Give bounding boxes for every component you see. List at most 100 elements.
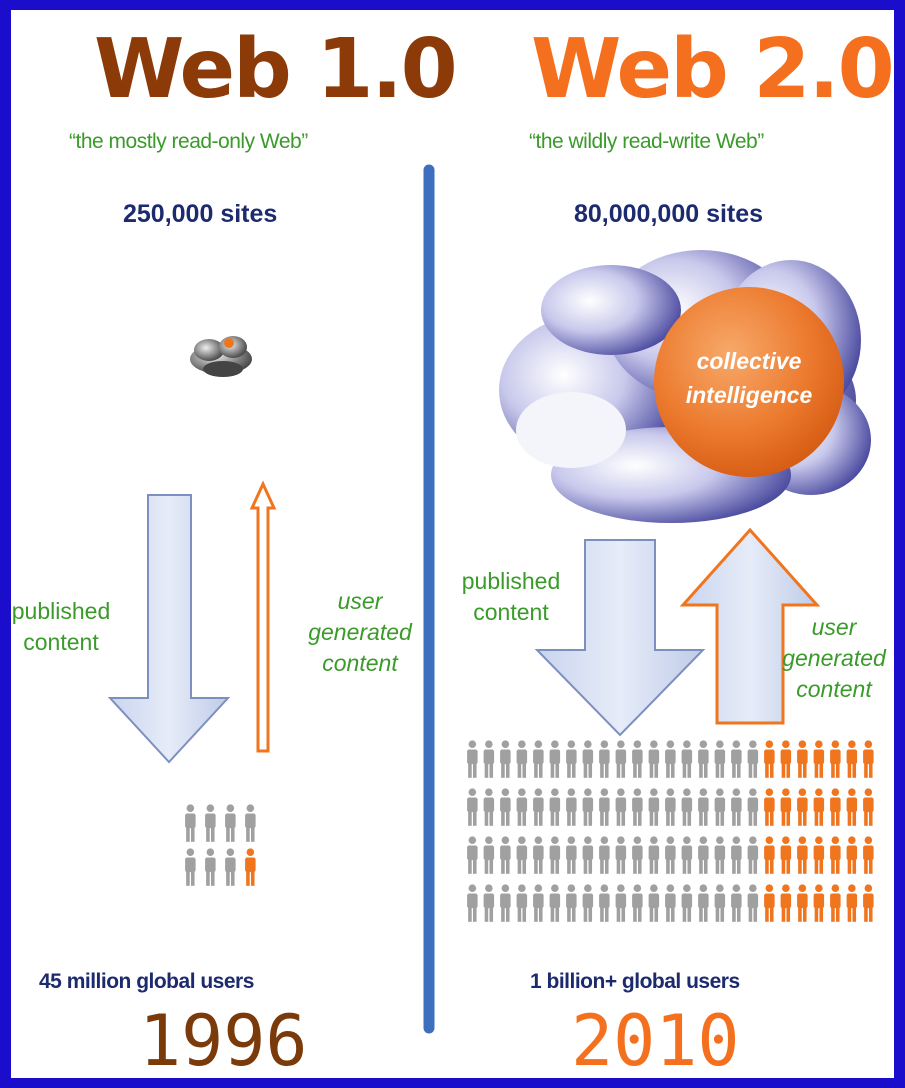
ugc-up-arrow-large: [679, 527, 821, 725]
person-icon: [648, 788, 660, 826]
person-icon: [698, 836, 709, 874]
ugc-label-line2: generated: [782, 645, 886, 671]
person-icon: [665, 836, 676, 874]
person-icon: [599, 884, 610, 922]
people-group-2010: [467, 740, 874, 922]
person-icon: [780, 788, 792, 826]
person-icon: [225, 848, 236, 886]
person-icon: [648, 884, 660, 922]
web2-users-count: 1 billion+ global users: [530, 970, 740, 993]
person-icon: [681, 884, 693, 922]
graphics-layer: [107, 164, 874, 1034]
ugc-label-line1: user: [337, 588, 383, 614]
ci-label-line2: intelligence: [685, 382, 813, 408]
person-icon: [830, 740, 841, 778]
person-icon: [582, 836, 594, 874]
published-label-line1: published: [11, 598, 111, 624]
person-icon: [681, 788, 693, 826]
person-icon: [467, 884, 478, 922]
person-icon: [731, 740, 742, 778]
ugc-up-arrow: [249, 480, 277, 753]
web2-year: 2010: [571, 1000, 740, 1078]
person-icon: [747, 740, 759, 778]
person-icon: [483, 788, 495, 826]
person-icon: [500, 740, 511, 778]
person-icon: [483, 740, 495, 778]
people-group-1996: [185, 804, 256, 886]
person-icon: [698, 740, 709, 778]
person-icon: [467, 740, 478, 778]
person-icon: [632, 836, 643, 874]
web1-published-label: published content: [11, 596, 111, 658]
person-icon: [648, 836, 660, 874]
person-icon: [764, 836, 775, 874]
web1-users-count: 45 million global users: [39, 970, 254, 993]
person-icon: [830, 788, 841, 826]
person-icon: [549, 788, 561, 826]
person-icon: [846, 788, 858, 826]
web2-sites-count: 80,000,000 sites: [574, 200, 764, 228]
person-icon: [566, 836, 577, 874]
person-icon: [533, 884, 544, 922]
person-icon: [780, 740, 792, 778]
person-icon: [830, 836, 841, 874]
person-icon: [467, 788, 478, 826]
person-icon: [615, 740, 627, 778]
person-icon: [533, 788, 544, 826]
person-icon: [615, 788, 627, 826]
person-icon: [533, 836, 544, 874]
published-label-line1: published: [461, 568, 561, 594]
person-icon: [698, 884, 709, 922]
published-down-arrow: [107, 494, 231, 764]
person-icon: [483, 836, 495, 874]
person-icon: [205, 848, 216, 886]
person-icon: [813, 836, 825, 874]
person-icon: [813, 884, 825, 922]
person-icon: [764, 740, 775, 778]
person-icon: [747, 836, 759, 874]
person-icon: [747, 884, 759, 922]
person-icon: [813, 788, 825, 826]
person-icon: [681, 740, 693, 778]
published-label-line2: content: [473, 599, 549, 625]
person-icon: [797, 740, 808, 778]
web1-year: 1996: [139, 1000, 308, 1078]
person-icon: [731, 788, 742, 826]
ugc-label-line3: content: [322, 650, 398, 676]
person-icon: [500, 884, 511, 922]
person-icon: [483, 884, 495, 922]
person-icon: [582, 788, 594, 826]
person-icon: [516, 788, 528, 826]
small-cloud-icon: [190, 336, 252, 377]
person-icon: [566, 884, 577, 922]
person-icon: [830, 884, 841, 922]
person-icon: [599, 740, 610, 778]
person-icon: [764, 788, 775, 826]
published-down-arrow-large: [534, 539, 706, 737]
person-icon: [549, 836, 561, 874]
person-icon: [467, 836, 478, 874]
web2-ugc-label: user generated content: [775, 612, 893, 705]
web2-title: Web 2.0: [531, 22, 894, 117]
web1-title: Web 1.0: [94, 22, 458, 117]
person-icon: [863, 740, 874, 778]
person-icon: [632, 884, 643, 922]
person-icon: [245, 848, 256, 886]
person-icon: [665, 740, 676, 778]
person-icon: [731, 836, 742, 874]
person-icon: [615, 836, 627, 874]
person-icon: [648, 740, 660, 778]
person-icon: [797, 884, 808, 922]
person-icon: [813, 740, 825, 778]
person-icon: [714, 836, 726, 874]
ugc-label-line3: content: [796, 676, 872, 702]
person-icon: [582, 740, 594, 778]
person-icon: [205, 804, 216, 842]
infographic-panel: Web 1.0 “the mostly read-only Web” 250,0…: [11, 10, 894, 1078]
ci-label-line1: collective: [696, 348, 802, 374]
collective-intelligence-label: collective intelligence: [659, 344, 839, 412]
big-cloud-icon: [499, 250, 871, 523]
person-icon: [863, 836, 874, 874]
web1-ugc-label: user generated content: [295, 586, 425, 679]
person-icon: [516, 884, 528, 922]
